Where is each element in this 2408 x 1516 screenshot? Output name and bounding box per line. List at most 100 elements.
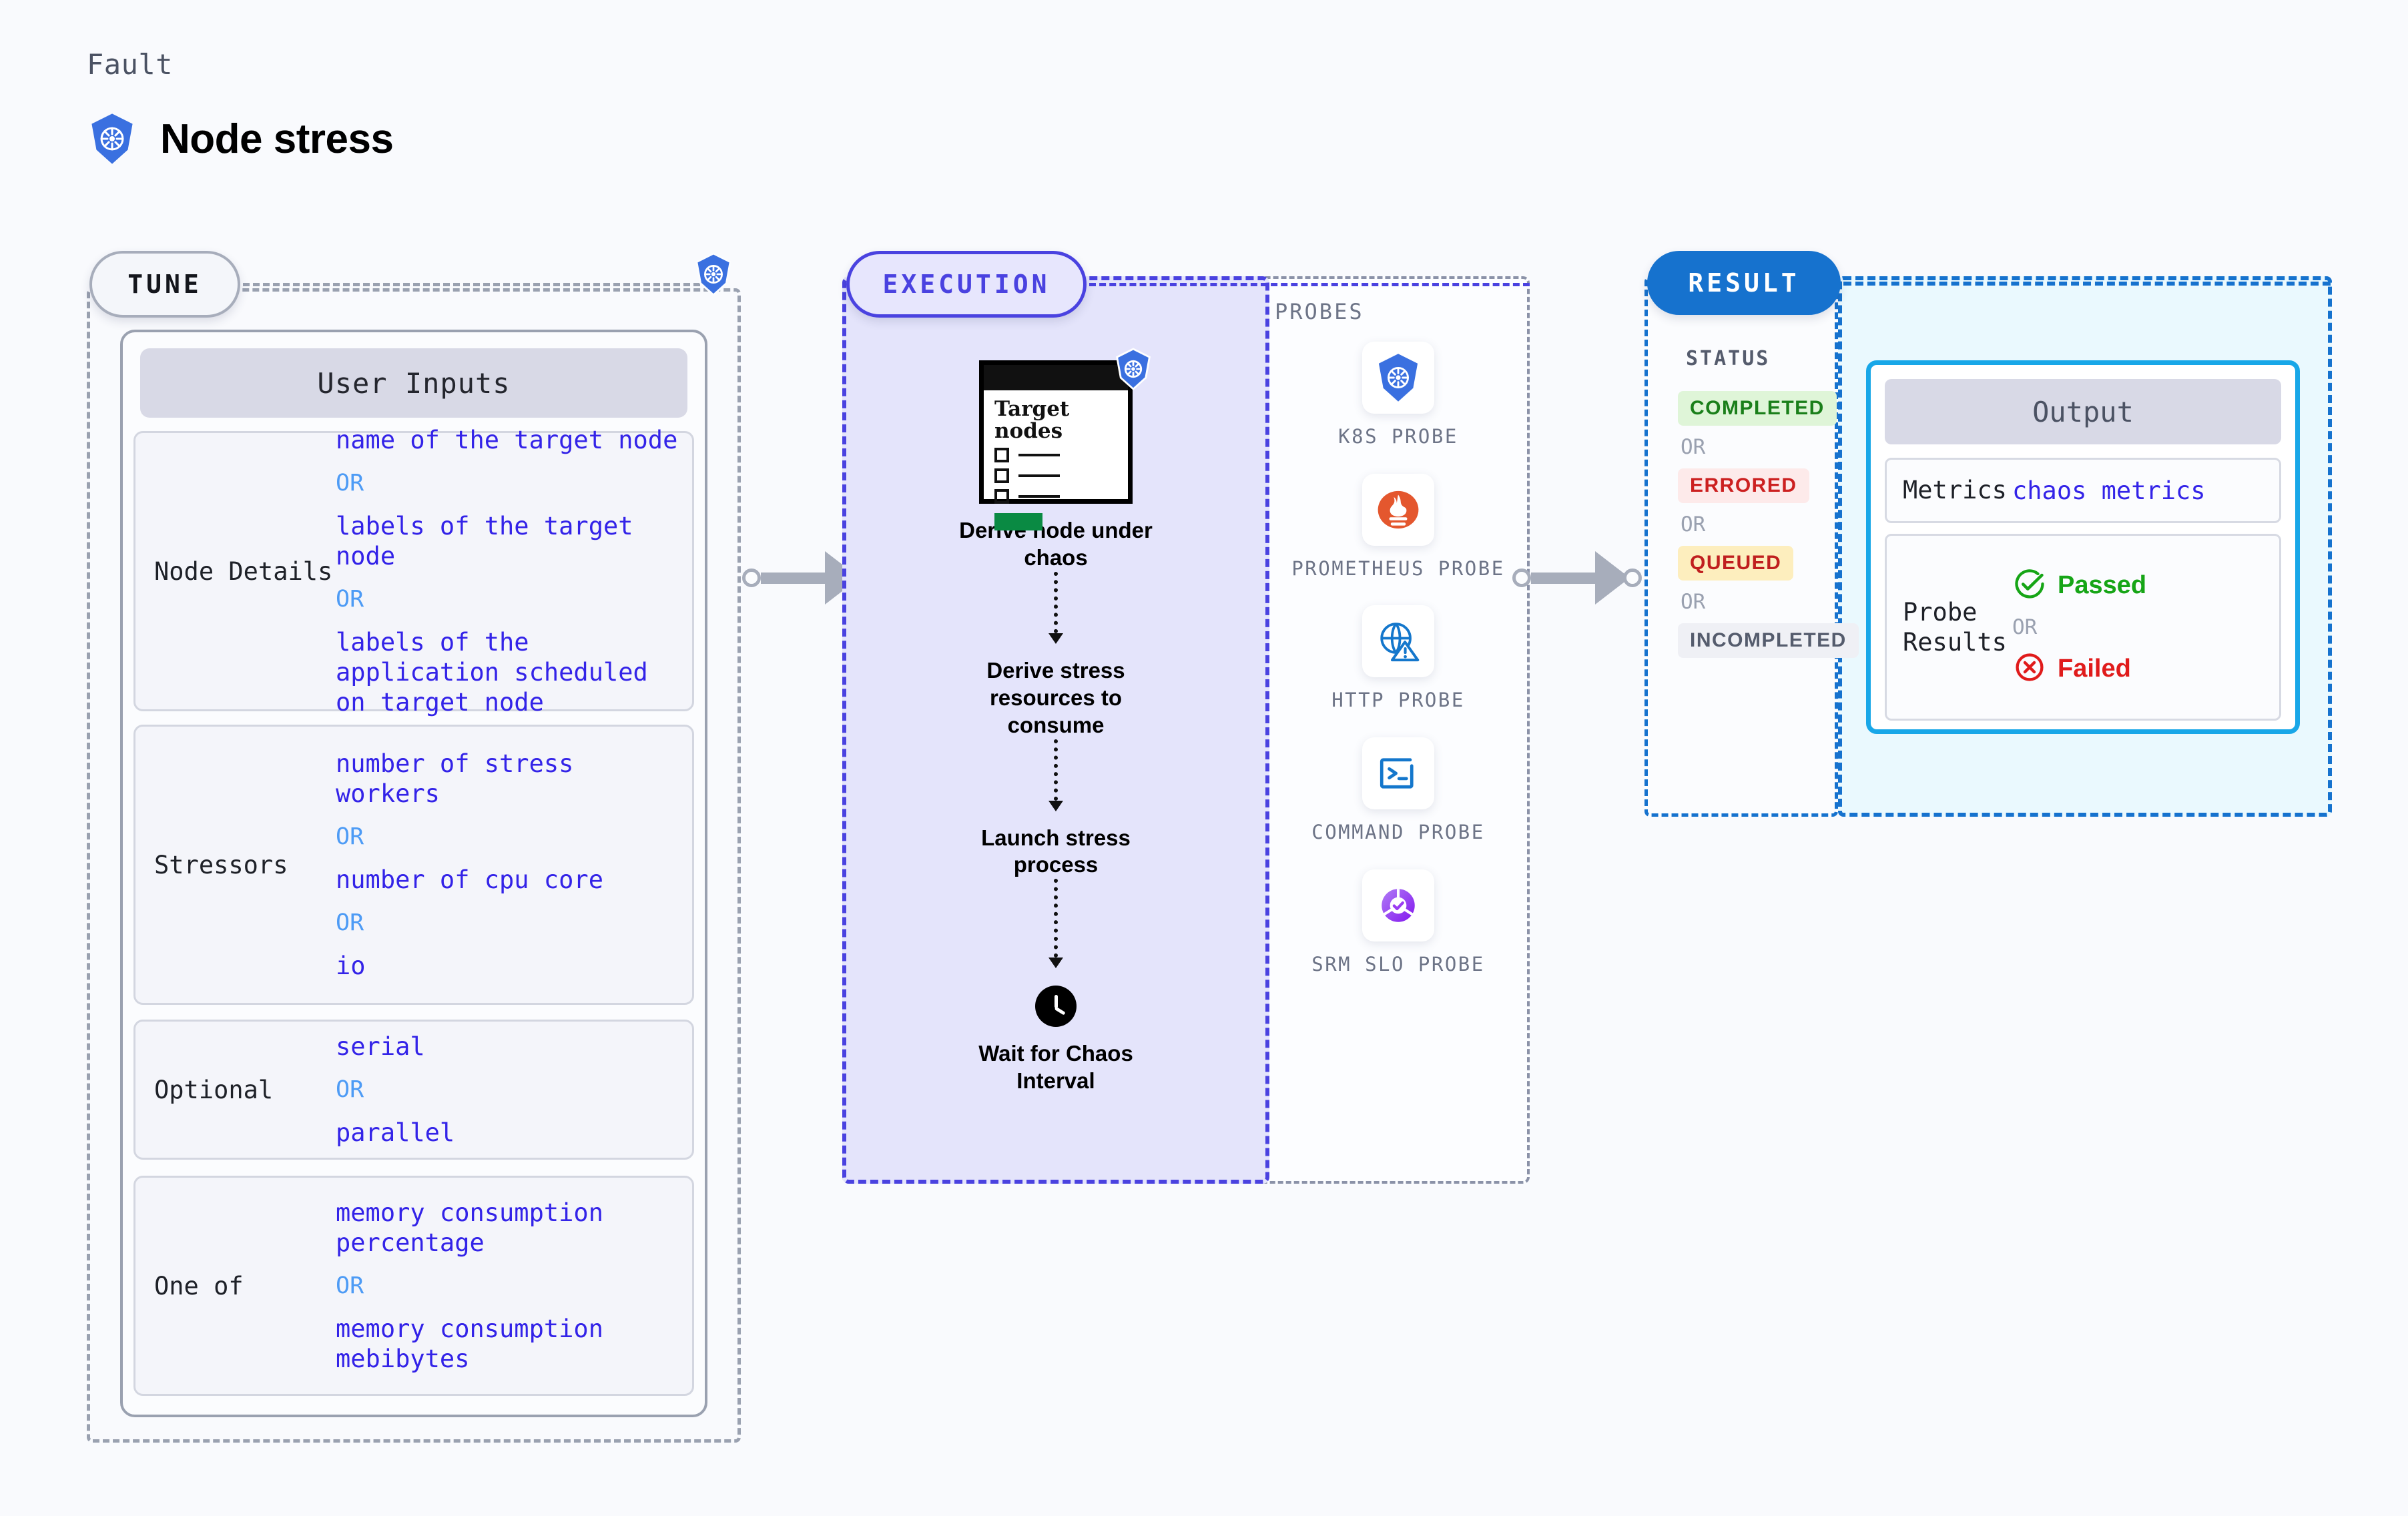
group-key: One of — [154, 1271, 244, 1300]
passed-label: Passed — [2058, 571, 2147, 599]
group-value: io — [336, 952, 366, 981]
card-titlebar — [984, 365, 1128, 390]
group-value: labels of the target node — [336, 511, 633, 571]
group-key: Node Details — [154, 556, 333, 586]
output-row-probe-results: Probe Results Passed OR — [1885, 534, 2281, 721]
result-stage-pill[interactable]: RESULT — [1647, 251, 1841, 315]
or-separator: OR — [1681, 512, 1706, 536]
checkbox-row — [994, 468, 1128, 484]
connector-endpoint — [1512, 568, 1531, 587]
arrow-head — [1048, 800, 1063, 811]
input-group-node-details: Node Details name of the target node OR … — [133, 426, 694, 717]
checkbox-icon — [994, 448, 1009, 463]
or-separator: OR — [336, 1076, 364, 1103]
status-badge-errored: ERRORED — [1678, 468, 1809, 503]
or-separator: OR — [2012, 615, 2038, 639]
input-group-one-of: One of memory consumption percentage OR … — [133, 1176, 694, 1396]
output-header: Output — [1885, 379, 2281, 444]
probe-item-prometheus[interactable]: PROMETHEUS PROBE — [1291, 473, 1505, 582]
arrow-shaft — [1054, 571, 1058, 633]
execution-step-label: Derive stress resources to consume — [986, 657, 1125, 737]
placeholder-line — [1018, 454, 1060, 457]
probe-label: HTTP PROBE — [1331, 689, 1465, 712]
probe-result-failed: Failed — [2012, 650, 2146, 688]
status-list: COMPLETED OR ERRORED OR QUEUED OR INCOMP… — [1678, 391, 1859, 658]
or-separator: OR — [336, 1272, 364, 1299]
probes-title: PROBES — [1275, 299, 1364, 324]
arrow-head — [1048, 633, 1063, 644]
group-value: name of the target node — [336, 425, 678, 454]
connector-bar — [1531, 572, 1595, 584]
fault-label: Fault — [87, 48, 173, 81]
arrow-shaft — [1054, 879, 1058, 958]
execution-pill-connector — [1089, 283, 1530, 286]
or-separator: OR — [1681, 590, 1706, 614]
target-nodes-card: Target nodes — [979, 348, 1151, 531]
probe-label: COMMAND PROBE — [1311, 821, 1485, 844]
group-value: memory consumption mebibytes — [336, 1314, 603, 1374]
srm-slo-icon — [1362, 869, 1434, 941]
page-title: Node stress — [160, 115, 394, 162]
status-badge-queued: QUEUED — [1678, 546, 1794, 581]
checkbox-row — [994, 489, 1128, 504]
flow-arrow — [1048, 879, 1063, 969]
check-circle-icon — [2012, 566, 2047, 605]
flow-arrow — [1048, 571, 1063, 644]
globe-warning-icon — [1362, 605, 1434, 678]
connector-bar — [761, 572, 825, 584]
clock-icon — [1035, 986, 1077, 1028]
output-key: Metrics — [1903, 476, 2007, 505]
target-nodes-title: Target nodes — [994, 397, 1070, 443]
arrow-execution-to-result — [1512, 551, 1642, 605]
tune-stage-pill[interactable]: TUNE — [89, 251, 240, 318]
group-value: memory consumption percentage — [336, 1198, 603, 1257]
probes-list: K8S PROBE PROMETHEUS PROBE — [1275, 342, 1522, 1001]
group-value: number of cpu core — [336, 865, 603, 894]
or-separator: OR — [336, 823, 364, 850]
connector-endpoint — [1623, 568, 1642, 587]
flow-arrow — [1048, 739, 1063, 811]
arrow-shaft — [1054, 739, 1058, 801]
placeholder-line — [1018, 495, 1060, 498]
tune-panel — [87, 288, 741, 1443]
probe-label: K8S PROBE — [1338, 425, 1458, 448]
output-key: Probe Results — [1903, 597, 2007, 657]
probe-item-http[interactable]: HTTP PROBE — [1331, 605, 1465, 713]
placeholder-line — [1018, 474, 1060, 478]
probe-item-k8s[interactable]: K8S PROBE — [1338, 342, 1458, 450]
status-badge-completed: COMPLETED — [1678, 391, 1837, 426]
output-row-metrics: Metrics chaos metrics — [1885, 458, 2281, 523]
or-separator: OR — [336, 469, 364, 496]
or-separator: OR — [336, 909, 364, 937]
status-title: STATUS — [1686, 347, 1771, 370]
checkbox-row — [994, 448, 1128, 463]
checkbox-icon — [994, 468, 1009, 484]
kubernetes-icon — [1362, 342, 1434, 414]
execution-step-label: Derive node under chaos — [959, 518, 1153, 570]
connector-endpoint — [742, 568, 761, 587]
probe-item-command[interactable]: COMMAND PROBE — [1311, 737, 1484, 845]
card-action-button — [994, 513, 1042, 531]
group-value: parallel — [336, 1118, 455, 1147]
output-value-metrics: chaos metrics — [2012, 476, 2206, 505]
terminal-icon — [1362, 737, 1434, 810]
group-key: Optional — [154, 1075, 274, 1104]
x-circle-icon — [2012, 650, 2047, 688]
prometheus-icon — [1362, 473, 1434, 546]
execution-stage-pill[interactable]: EXECUTION — [846, 251, 1087, 318]
result-pill-connector — [1843, 282, 2331, 286]
fault-title-row: Node stress — [87, 112, 394, 165]
group-value: serial — [336, 1032, 425, 1061]
probe-label: SRM SLO PROBE — [1311, 952, 1485, 976]
probe-label: PROMETHEUS PROBE — [1291, 556, 1505, 580]
arrow-head — [1048, 958, 1063, 969]
user-inputs-header: User Inputs — [140, 348, 687, 418]
kubernetes-icon — [87, 112, 137, 165]
tune-pill-connector — [243, 283, 710, 286]
execution-flow: Target nodes — [842, 314, 1269, 1095]
checkbox-icon — [994, 489, 1009, 504]
group-value: labels of the application scheduled on t… — [336, 628, 648, 717]
probe-item-srm-slo[interactable]: SRM SLO PROBE — [1311, 869, 1484, 978]
kubernetes-icon — [693, 252, 734, 300]
